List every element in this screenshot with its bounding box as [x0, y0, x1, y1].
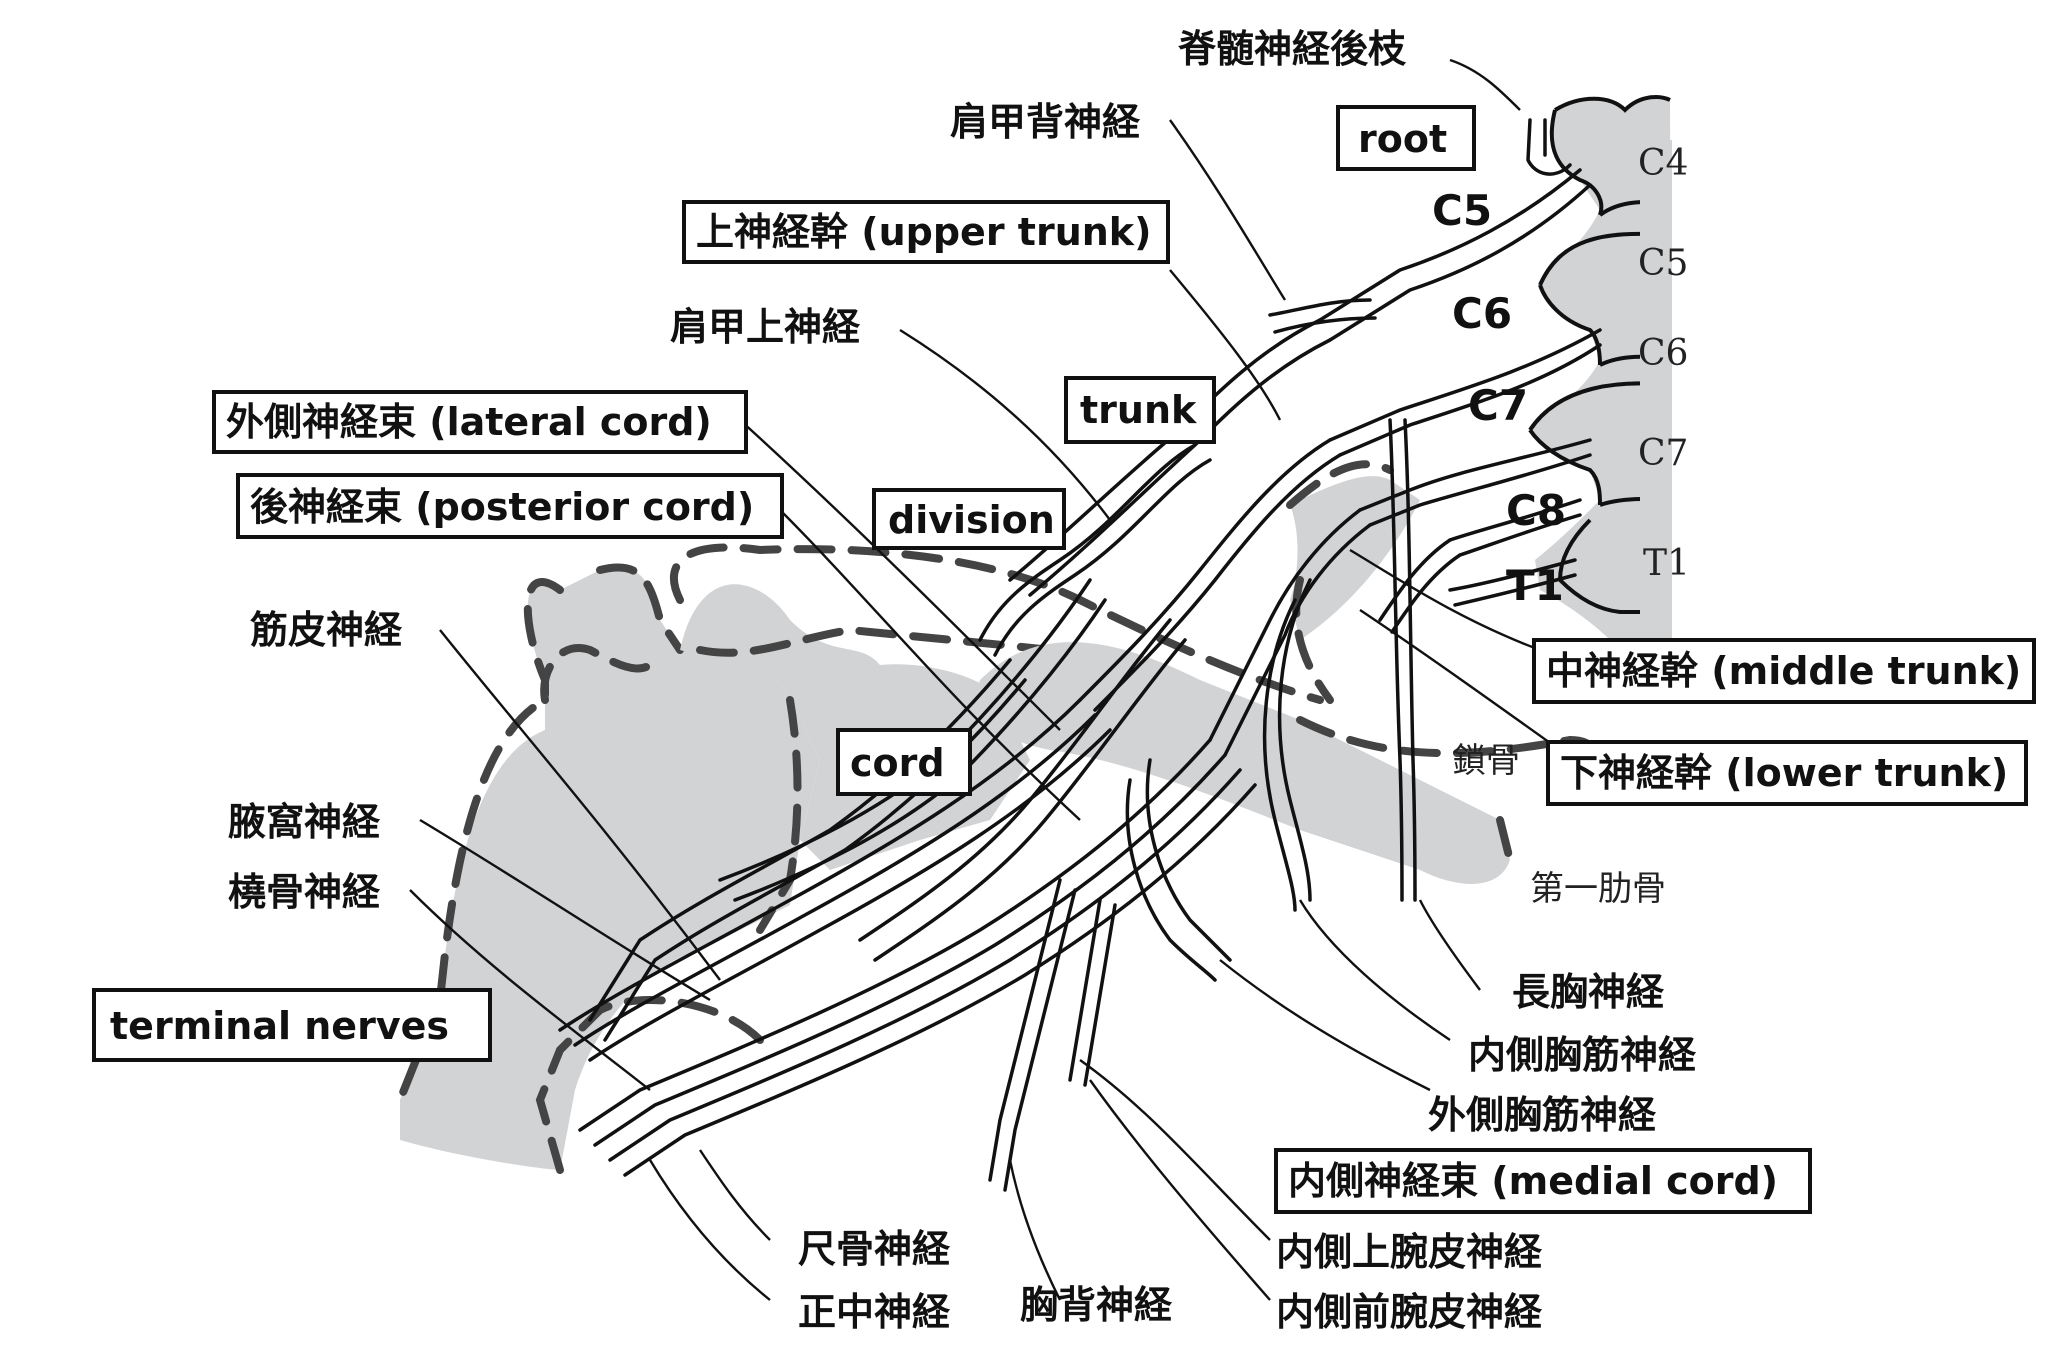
box-lower-trunk: 下神経幹 (lower trunk)	[1546, 740, 2028, 806]
label-root-c8: C8	[1506, 486, 1566, 535]
acromion-outline	[670, 543, 1324, 704]
label-medial-antebrachial-cutaneous-nerve: 内側前腕皮神経	[1276, 1290, 1543, 1334]
box-trunk: trunk	[1064, 376, 1216, 444]
box-posterior-cord: 後神経束 (posterior cord)	[236, 473, 784, 539]
nerve-roots	[1318, 118, 1602, 607]
box-root: root	[1336, 105, 1476, 171]
label-trunk: trunk	[1080, 388, 1197, 432]
label-posterior-cord: 後神経束 (posterior cord)	[250, 485, 754, 529]
vertebra-c6-label: C6	[1638, 333, 1688, 374]
label-root-c6: C6	[1452, 289, 1512, 338]
box-upper-trunk: 上神経幹 (upper trunk)	[682, 200, 1170, 264]
label-division: division	[888, 498, 1055, 542]
label-dorsal-scapular-nerve: 肩甲背神経	[950, 100, 1141, 144]
label-long-thoracic-nerve: 長胸神経	[1512, 970, 1665, 1014]
vertebra-c4-label: C4	[1638, 143, 1688, 184]
label-musculocutaneous-nerve: 筋皮神経	[250, 608, 403, 652]
scapula-shape	[396, 563, 820, 1170]
label-axillary-nerve: 腋窩神経	[228, 800, 381, 844]
label-thoracodorsal-nerve: 胸背神経	[1020, 1283, 1173, 1327]
label-first-rib: 第一肋骨	[1530, 869, 1666, 909]
label-suprascapular-nerve: 肩甲上神経	[670, 305, 861, 349]
label-root-t1: T1	[1506, 561, 1564, 610]
label-upper-trunk: 上神経幹 (upper trunk)	[696, 210, 1151, 254]
label-ulnar-nerve: 尺骨神経	[798, 1227, 951, 1271]
label-middle-trunk: 中神経幹 (middle trunk)	[1546, 649, 2021, 693]
vertebral-column	[1528, 95, 1672, 640]
label-lateral-pectoral-nerve: 外側胸筋神経	[1428, 1093, 1657, 1137]
box-terminal-nerves: terminal nerves	[92, 988, 492, 1062]
plexus-nerves	[558, 298, 1462, 1192]
box-cord: cord	[836, 728, 972, 796]
label-median-nerve: 正中神経	[798, 1290, 951, 1334]
label-clavicle: 鎖骨	[1452, 741, 1520, 781]
label-medial-brachial-cutaneous-nerve: 内側上腕皮神経	[1276, 1230, 1543, 1274]
leader-lines	[409, 58, 1561, 1301]
label-lateral-cord: 外側神経束 (lateral cord)	[226, 400, 712, 444]
coracoid-outline	[696, 625, 1144, 664]
box-medial-cord: 内側神経束 (medial cord)	[1274, 1148, 1812, 1214]
label-medial-cord: 内側神経束 (medial cord)	[1288, 1159, 1778, 1203]
label-terminal-nerves: terminal nerves	[110, 1004, 449, 1048]
label-radial-nerve: 橈骨神経	[228, 870, 381, 914]
box-lateral-cord: 外側神経束 (lateral cord)	[212, 390, 748, 454]
vertebra-c5-label: C5	[1638, 243, 1688, 284]
box-middle-trunk: 中神経幹 (middle trunk)	[1532, 638, 2036, 704]
label-root-c7: C7	[1468, 381, 1528, 430]
vertebra-t1-label: T1	[1643, 543, 1690, 584]
vertebra-c7-label: C7	[1638, 433, 1688, 474]
label-root-c5: C5	[1432, 186, 1492, 235]
label-medial-pectoral-nerve: 内側胸筋神経	[1468, 1033, 1697, 1077]
humerus-head-shape	[535, 584, 1030, 1174]
box-division: division	[872, 488, 1066, 550]
label-root: root	[1358, 117, 1447, 161]
label-cord: cord	[850, 741, 945, 785]
label-lower-trunk: 下神経幹 (lower trunk)	[1560, 751, 2008, 795]
label-dorsal-ramus: 脊髄神経後枝	[1178, 27, 1407, 71]
